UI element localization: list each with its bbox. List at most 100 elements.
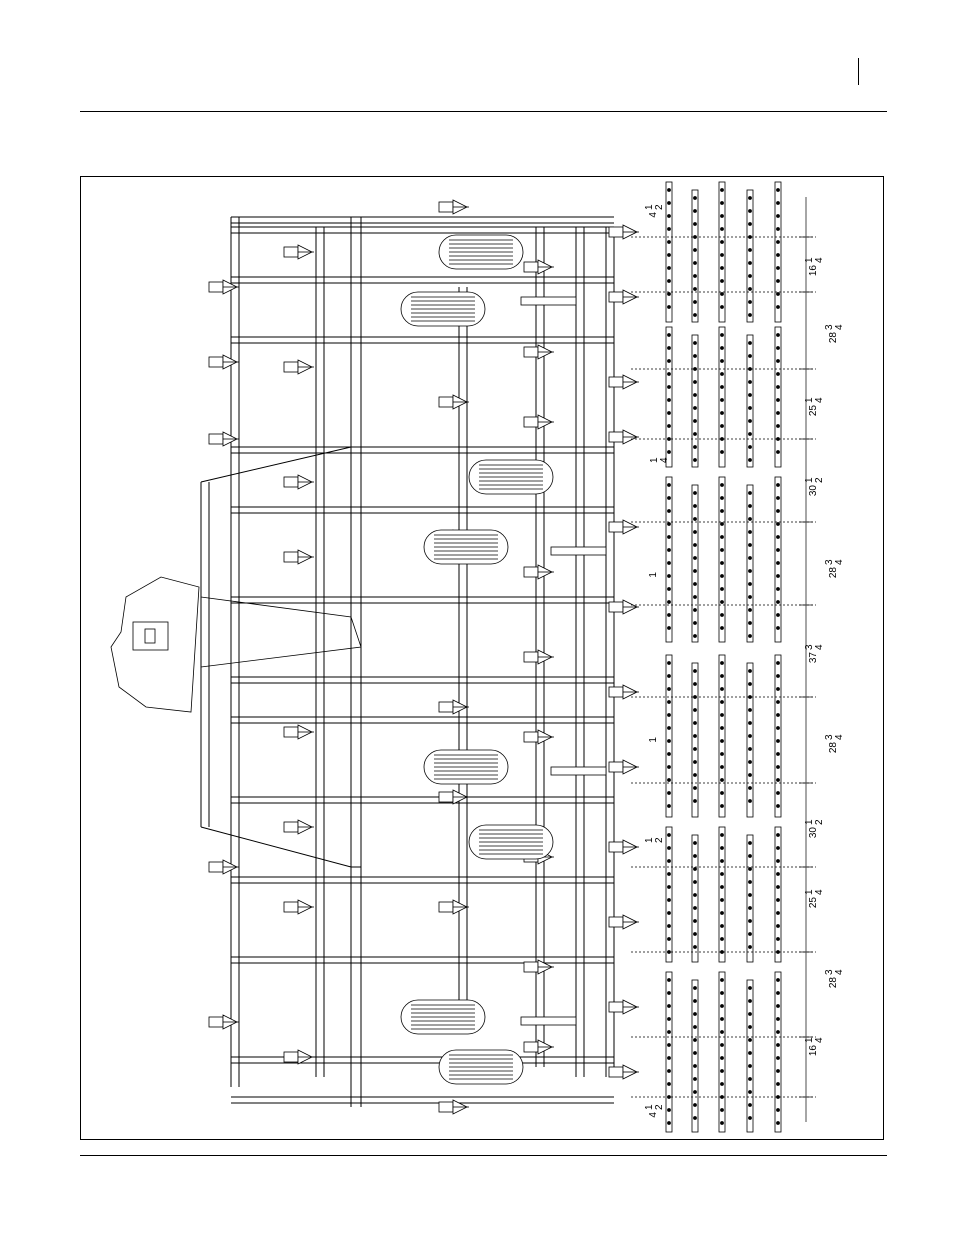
dimension-label-upper-7: 1 <box>648 572 659 578</box>
tine-2-0-39 <box>721 215 724 218</box>
shank-clamp-9 <box>284 727 298 737</box>
tine-4-0-39 <box>777 215 780 218</box>
tine-3-1-231 <box>749 407 752 410</box>
tine-4-4-749 <box>777 925 780 928</box>
header-rule <box>80 111 887 112</box>
tine-2-2-451 <box>721 627 724 630</box>
tine-0-4-658 <box>668 834 671 837</box>
tine-3-2-394 <box>749 570 752 573</box>
tine-4-2-373 <box>777 549 780 552</box>
tine-2-5-842 <box>721 1018 724 1021</box>
tine-1-3-546 <box>694 722 697 725</box>
tine-3-1-179 <box>749 355 752 358</box>
tine-2-2-334 <box>721 510 724 513</box>
tine-4-0-26 <box>777 202 780 205</box>
harrow-bar-3-2 <box>747 485 753 642</box>
dimension-label-upper-0: 412 <box>644 204 665 218</box>
tine-1-3-611 <box>694 787 697 790</box>
shank-clamp-10 <box>284 822 298 832</box>
tine-1-2-342 <box>694 518 697 521</box>
dimension-label-lower-1: 2834 <box>824 734 845 753</box>
tine-1-2-433 <box>694 609 697 612</box>
shank-clamp-33 <box>609 522 623 532</box>
tine-2-4-736 <box>721 912 724 915</box>
tine-2-5-829 <box>721 1005 724 1008</box>
tine-1-2-420 <box>694 596 697 599</box>
tine-2-0-104 <box>721 280 724 283</box>
shank-6 <box>284 360 314 374</box>
shank-clamp-20 <box>524 262 538 272</box>
dimension-label-upper-3: 2514 <box>804 397 825 416</box>
shank-clamp-6 <box>284 362 298 372</box>
harrow-bar-2-2 <box>719 477 725 642</box>
tine-3-0-112 <box>749 288 752 291</box>
tine-2-3-603 <box>721 779 724 782</box>
shank-clamp-28 <box>524 1042 538 1052</box>
dimension-denominator: 2 <box>654 1104 665 1110</box>
tine-3-2-420 <box>749 596 752 599</box>
tire-5 <box>469 825 553 859</box>
tine-2-3-551 <box>721 727 724 730</box>
dimension-denominator: 4 <box>814 257 825 263</box>
shank-clamp-11 <box>284 902 298 912</box>
dimension-label-upper-2: 2834 <box>824 324 845 343</box>
shank-9 <box>284 725 314 739</box>
tine-1-3-533 <box>694 709 697 712</box>
tine-2-2-425 <box>721 601 724 604</box>
tine-1-0-112 <box>694 288 697 291</box>
shank-clamp-3 <box>209 862 223 872</box>
tine-3-4-757 <box>749 933 752 936</box>
tine-0-1-223 <box>668 399 671 402</box>
tine-3-2-407 <box>749 583 752 586</box>
tine-2-1-236 <box>721 412 724 415</box>
shank-clamp-23 <box>524 567 538 577</box>
dimension-whole: 1 <box>648 737 659 743</box>
tine-3-1-283 <box>749 459 752 462</box>
tine-3-4-679 <box>749 855 752 858</box>
shank-40 <box>609 1065 639 1079</box>
shank-4 <box>209 1015 239 1029</box>
tine-0-5-907 <box>668 1083 671 1086</box>
tine-3-5-863 <box>749 1039 752 1042</box>
shank-33 <box>609 520 639 534</box>
tine-4-2-412 <box>777 588 780 591</box>
tine-2-1-275 <box>721 451 724 454</box>
tine-3-3-494 <box>749 670 752 673</box>
tine-1-2-368 <box>694 544 697 547</box>
tine-3-0-125 <box>749 301 752 304</box>
tine-3-2-446 <box>749 622 752 625</box>
tine-3-2-355 <box>749 531 752 534</box>
dimension-whole: 28 <box>828 332 839 344</box>
tine-2-2-386 <box>721 562 724 565</box>
tine-4-3-590 <box>777 766 780 769</box>
tire-1 <box>401 292 485 326</box>
tine-0-5-933 <box>668 1109 671 1112</box>
tine-0-2-308 <box>668 484 671 487</box>
tine-1-5-837 <box>694 1013 697 1016</box>
tine-1-0-125 <box>694 301 697 304</box>
tine-2-3-525 <box>721 701 724 704</box>
tine-0-0-78 <box>668 254 671 257</box>
tine-3-5-811 <box>749 987 752 990</box>
dimension-whole: 30 <box>808 485 819 497</box>
dimension-denominator: 4 <box>834 324 845 330</box>
shank-20 <box>524 260 554 274</box>
tine-2-5-946 <box>721 1122 724 1125</box>
shank-clamp-2 <box>209 434 223 444</box>
tine-0-2-438 <box>668 614 671 617</box>
harrow-bar-4-2 <box>775 477 781 642</box>
tine-1-4-718 <box>694 894 697 897</box>
shank-32 <box>609 430 639 444</box>
tine-1-1-270 <box>694 446 697 449</box>
tine-1-5-876 <box>694 1052 697 1055</box>
tine-0-2-334 <box>668 510 671 513</box>
tine-2-1-184 <box>721 360 724 363</box>
shank-12 <box>284 1050 314 1064</box>
tine-0-2-412 <box>668 588 671 591</box>
tine-1-2-355 <box>694 531 697 534</box>
tine-2-3-616 <box>721 792 724 795</box>
tine-2-0-52 <box>721 228 724 231</box>
dimension-label-upper-4: 14 <box>649 457 670 463</box>
hitch-tongue <box>201 597 361 667</box>
